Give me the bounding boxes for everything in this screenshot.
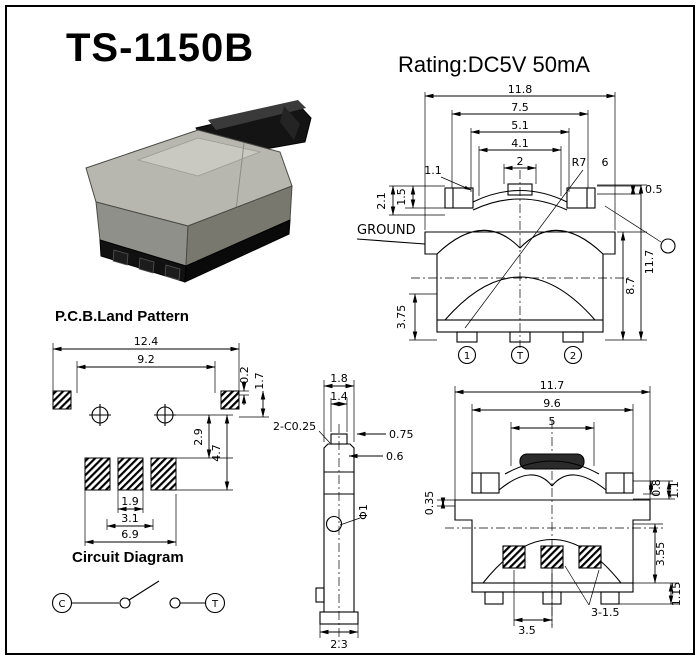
front-dimension-labels: 11.8 7.5 5.1 4.1 2 1.1 R7 6 1.5 2.1 0.5 … [357, 83, 663, 329]
pcb-land-pattern-heading: P.C.B.Land Pattern [55, 308, 189, 325]
switch-body [85, 129, 293, 267]
bottom-part-outline [454, 453, 651, 605]
dim-5-1: 5.1 [511, 119, 529, 132]
land-pads [52, 390, 240, 491]
dim-phi-1: Φ1 [357, 504, 370, 520]
circuit-wires [51, 580, 226, 614]
front-part-outline [424, 183, 676, 343]
land-pattern-drawing: 12.4 9.2 0.2 1.7 2.9 4.7 1.9 3.1 6.9 [52, 335, 269, 546]
dim-0-6: 0.6 [386, 450, 404, 463]
side-view-drawing: 1.8 1.4 2-C0.25 0.75 0.6 Φ1 2.3 [273, 372, 414, 651]
dim-12-4: 12.4 [134, 335, 159, 348]
dim-11-7: 11.7 [643, 250, 656, 275]
land-dimension-lines [52, 346, 266, 545]
pin-1-label: 1 [464, 351, 470, 362]
circuit-diagram-heading: Circuit Diagram [72, 549, 184, 566]
dim-1-9: 1.9 [121, 495, 139, 508]
dim-0-2: 0.2 [238, 366, 251, 384]
dim-8-7: 8.7 [624, 277, 637, 295]
dim-2-1: 2.1 [375, 192, 388, 210]
dim-1-7: 1.7 [253, 372, 266, 390]
dim-2: 2 [517, 155, 524, 168]
dim-6: 6 [602, 156, 609, 169]
bottom-view-drawing: 11.7 9.6 5 0.35 0.8 1.1 3.55 1.15 3-1.5 … [423, 379, 683, 637]
dim-2-3: 2.3 [330, 638, 348, 651]
pin-2-label: 2 [570, 351, 576, 362]
terminal-note: 3-1.5 [591, 606, 619, 619]
dim-3-55: 3.55 [654, 542, 667, 567]
bottom-dimension-lines [440, 389, 674, 623]
front-centerlines [411, 170, 629, 348]
dim-9-6: 9.6 [543, 397, 561, 410]
circuit-diagram: C T [51, 580, 226, 614]
pin-t-label: T [516, 351, 524, 362]
alignment-hole-right [154, 404, 176, 426]
dim-r7: R7 [572, 156, 587, 169]
land-extension-lines [52, 343, 269, 546]
front-view-drawing: 11.8 7.5 5.1 4.1 2 1.1 R7 6 1.5 2.1 0.5 … [356, 83, 676, 365]
page-title: TS-1150B [66, 26, 255, 70]
page-border [5, 5, 695, 655]
front-extension-lines [389, 92, 647, 341]
dim-4-1: 4.1 [511, 137, 529, 150]
dim-1-15: 1.15 [670, 582, 683, 607]
product-photo [85, 100, 312, 283]
dim-9-2: 9.2 [137, 353, 155, 366]
dim-2-9: 2.9 [192, 428, 205, 446]
circuit-terminal-t: T [211, 599, 219, 610]
dim-1-8: 1.8 [330, 372, 348, 385]
dim-5: 5 [549, 415, 556, 428]
side-dimension-labels: 1.8 1.4 2-C0.25 0.75 0.6 Φ1 2.3 [273, 372, 414, 651]
ground-label: GROUND [357, 223, 416, 238]
land-dimension-labels: 12.4 9.2 0.2 1.7 2.9 4.7 1.9 3.1 6.9 [121, 335, 266, 541]
bottom-centerlines [445, 420, 663, 628]
dim-1-1: 1.1 [424, 164, 442, 177]
side-part-outline [315, 433, 359, 625]
dim-4-7: 4.7 [210, 444, 223, 462]
bottom-dimension-labels: 11.7 9.6 5 0.35 0.8 1.1 3.55 1.15 3-1.5 … [423, 379, 683, 637]
circuit-terminal-c: C [59, 599, 66, 610]
dim-1-5: 1.5 [395, 188, 408, 206]
dim-0-8: 0.8 [650, 479, 663, 497]
alignment-hole-left [89, 404, 111, 426]
front-dimension-lines [356, 93, 662, 341]
dim-3-5: 3.5 [518, 624, 536, 637]
dim-1-1: 1.1 [668, 481, 681, 499]
bottom-extension-lines [437, 386, 679, 626]
dim-11-7: 11.7 [540, 379, 565, 392]
dim-3-1: 3.1 [121, 512, 139, 525]
dim-0-5: 0.5 [645, 183, 663, 196]
dim-7-5: 7.5 [511, 101, 529, 114]
switch-base [99, 219, 291, 283]
dim-11-8: 11.8 [508, 83, 533, 96]
dim-0-75: 0.75 [389, 428, 414, 441]
dim-3-75: 3.75 [395, 305, 408, 330]
chamfer-note: 2-C0.25 [273, 420, 316, 433]
rating-text: Rating:DC5V 50mA [398, 52, 590, 77]
dim-6-9: 6.9 [121, 528, 139, 541]
dim-0-35: 0.35 [423, 491, 436, 516]
side-dimension-lines [318, 383, 386, 635]
front-pin-markers: 1 T 2 [457, 345, 583, 365]
dim-1-4: 1.4 [330, 390, 348, 403]
